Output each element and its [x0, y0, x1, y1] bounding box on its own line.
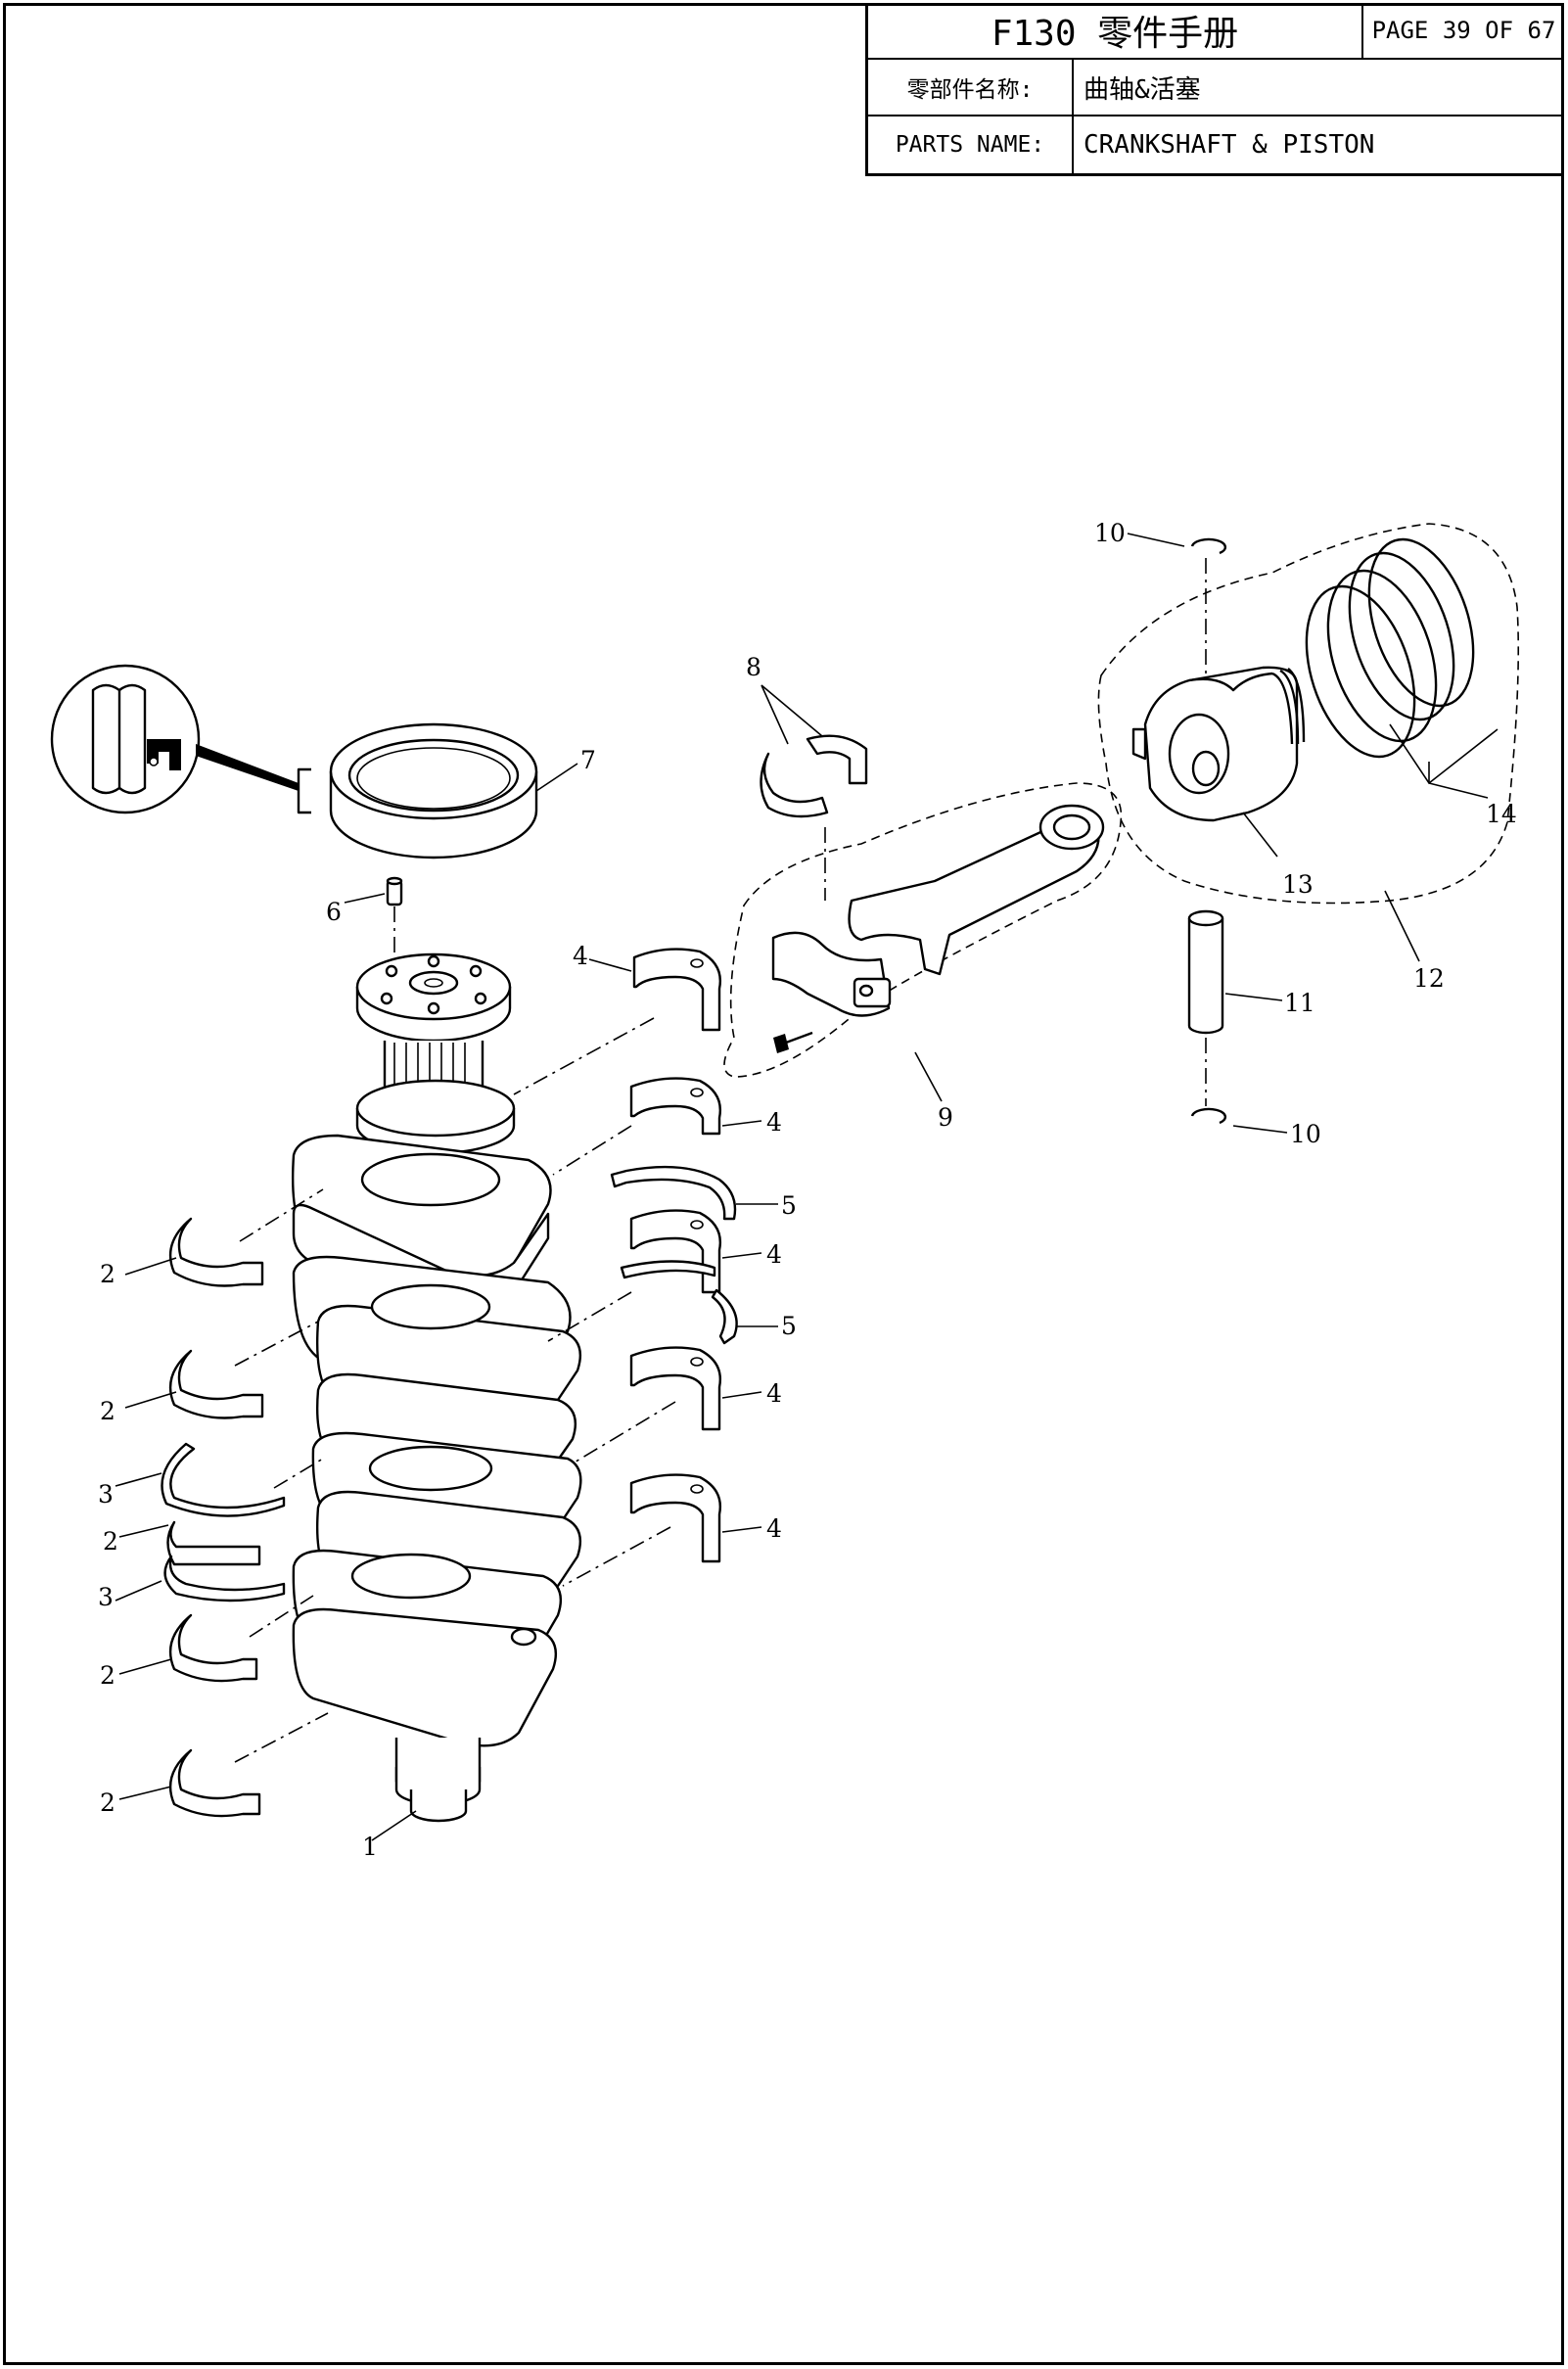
thrust-washer-3b: [115, 1555, 286, 1603]
callout-5a: 5: [781, 1191, 797, 1220]
document-title: F130 零件手册: [868, 3, 1363, 58]
callout-2c: 2: [103, 1527, 118, 1556]
callout-6: 6: [326, 898, 342, 926]
callout-labels: 1 2 2 2 2 2 3 3 4 4 4 4 4 5 5 6 7 8 9 10…: [98, 519, 1517, 1861]
part-12-piston-assembly: [1097, 523, 1520, 962]
part-14-piston-rings: [1305, 537, 1499, 799]
part-8-conrod-bearing: [760, 684, 868, 901]
parts-name-cn-value: 曲轴&活塞: [1084, 74, 1201, 105]
parts-name-en-label: PARTS NAME:: [868, 116, 1074, 173]
thrust-washer-3a: [115, 1442, 324, 1517]
bearing-shell-2b: [124, 1321, 319, 1419]
parts-name-cn-row: 零部件名称: 曲轴&活塞: [868, 60, 1564, 116]
drawing-sheet-border: [3, 3, 1564, 2365]
callout-11: 11: [1284, 989, 1315, 1017]
bearing-shell-2d: [118, 1595, 314, 1683]
callout-2d: 2: [100, 1661, 115, 1690]
callout-4c: 4: [766, 1240, 782, 1269]
title-block: F130 零件手册 PAGE 39 OF 67 零部件名称: 曲轴&活塞 PAR…: [865, 3, 1564, 176]
parts-name-en-row: PARTS NAME: CRANKSHAFT & PISTON: [868, 116, 1564, 173]
callout-10a: 10: [1094, 519, 1126, 547]
part-10-piston-pin-clips: [1127, 533, 1288, 1134]
callout-14: 14: [1486, 800, 1517, 828]
callout-5b: 5: [781, 1312, 797, 1340]
callout-12: 12: [1413, 964, 1445, 993]
callout-4a: 4: [573, 942, 588, 970]
parts-name-en-value: CRANKSHAFT & PISTON: [1084, 130, 1375, 160]
bearing-shell-4a: [513, 948, 721, 1095]
main-bearing-shells-left: [115, 1188, 329, 1818]
part-7-oil-seal: [329, 722, 578, 859]
callout-2b: 2: [100, 1397, 115, 1425]
bearing-shell-2c: [118, 1520, 261, 1566]
part-11-piston-pin: [1187, 909, 1283, 1035]
bearing-shell-2e: [118, 1712, 329, 1818]
callout-4e: 4: [766, 1514, 782, 1543]
callout-4b: 4: [766, 1108, 782, 1137]
thrust-washer-5b: [620, 1260, 778, 1345]
callout-3a: 3: [98, 1480, 114, 1509]
callout-4d: 4: [766, 1379, 782, 1408]
callout-2e: 2: [100, 1788, 115, 1817]
thrust-washer-5a: [610, 1165, 778, 1221]
part-13-piston: [1131, 666, 1306, 858]
callout-13: 13: [1282, 870, 1314, 899]
callout-10b: 10: [1290, 1120, 1321, 1148]
part-9-connecting-rod: [723, 782, 1123, 1102]
bearing-shell-4e: [562, 1473, 762, 1587]
bearing-shell-4d: [572, 1346, 762, 1464]
parts-name-cn-label: 零部件名称:: [868, 60, 1074, 115]
callout-2a: 2: [100, 1260, 115, 1288]
main-bearing-shells-right: [513, 948, 778, 1587]
bearing-shell-2a: [124, 1188, 324, 1287]
page-number: PAGE 39 OF 67: [1371, 17, 1556, 44]
part-6-dowel-pin: [344, 876, 403, 984]
bearing-shell-4b: [552, 1077, 762, 1176]
callout-1: 1: [362, 1833, 378, 1861]
part-1-crankshaft: [291, 952, 582, 1841]
title-row: F130 零件手册 PAGE 39 OF 67: [868, 3, 1564, 60]
callout-3b: 3: [98, 1583, 114, 1611]
seal-detail-magnifier: [50, 664, 311, 814]
bearing-shell-4c: [547, 1209, 762, 1342]
callout-7: 7: [580, 746, 596, 774]
callout-9: 9: [938, 1103, 953, 1132]
callout-8: 8: [746, 653, 761, 681]
